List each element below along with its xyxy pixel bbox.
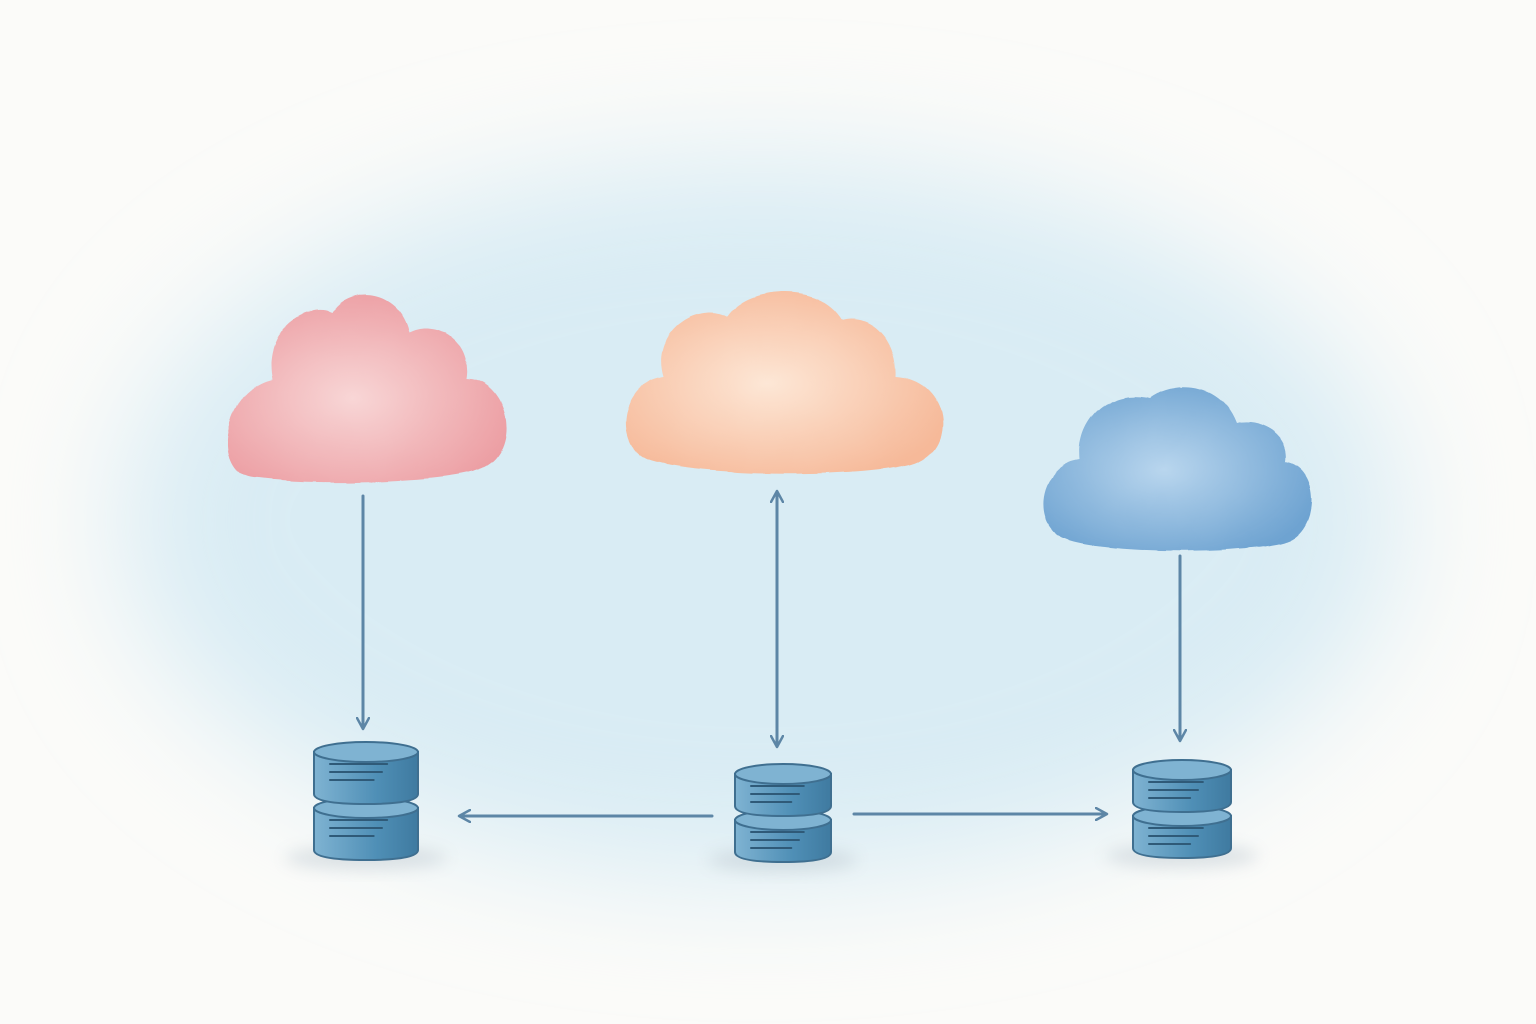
server-disk-top bbox=[734, 763, 832, 785]
cloud-left-icon bbox=[226, 294, 508, 483]
cloud-right-icon bbox=[1042, 387, 1313, 551]
server-center-icon bbox=[708, 763, 858, 872]
cloud-center-icon bbox=[625, 292, 943, 475]
server-left-icon bbox=[284, 741, 448, 870]
server-disk-top bbox=[1132, 759, 1232, 781]
server-right-icon bbox=[1105, 759, 1259, 868]
server-disk-top bbox=[313, 741, 419, 763]
